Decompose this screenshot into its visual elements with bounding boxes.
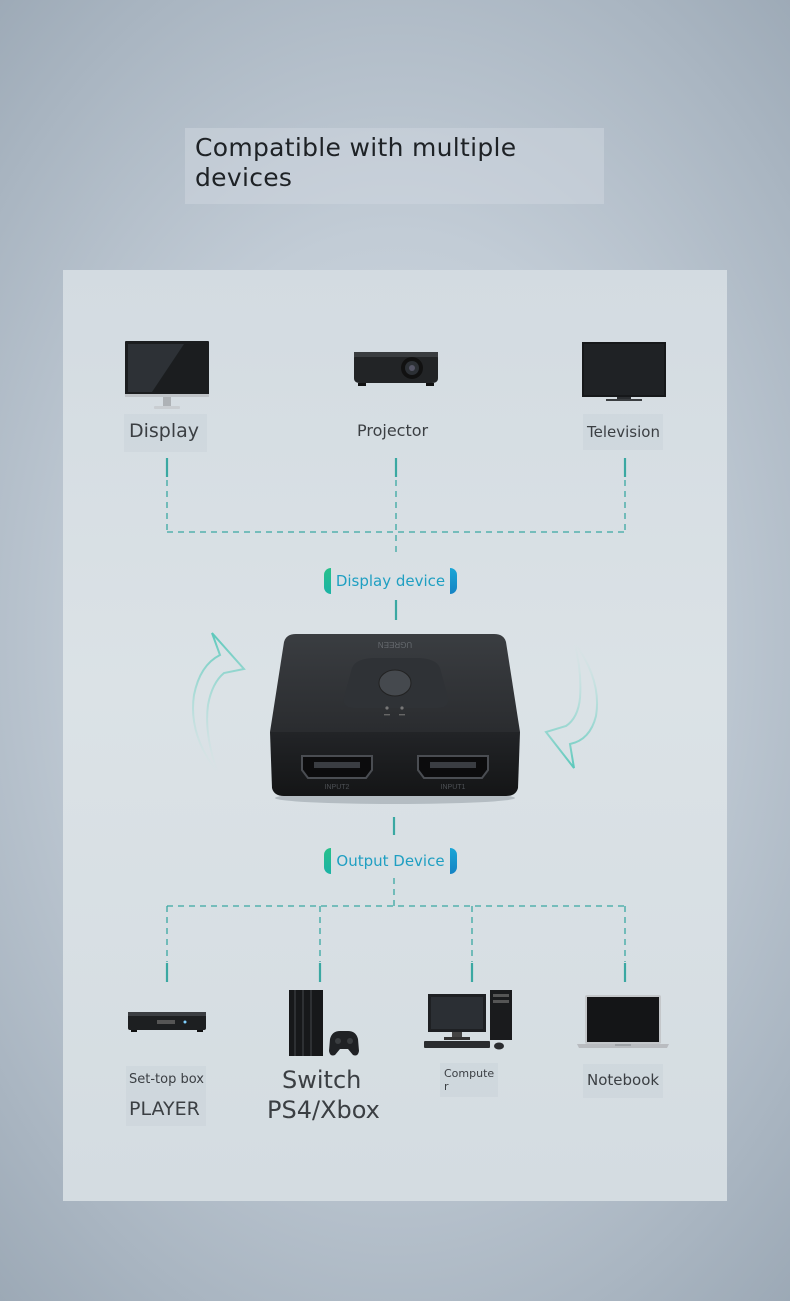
hdmi-switch-device: UGREEN INPUT2 INPUT1 (270, 634, 520, 804)
display-device-label: Display device (335, 572, 446, 590)
set-top-box-label: Set-top box (129, 1072, 204, 1087)
output-device-badge: Output Device (324, 848, 457, 874)
desktop-computer-icon (424, 990, 512, 1050)
notebook-label-background (583, 1064, 663, 1098)
notebook-label: Notebook (587, 1071, 660, 1089)
up-arrow-icon (192, 632, 246, 774)
computer-label: Compute (444, 1067, 495, 1080)
projector-icon (354, 352, 438, 386)
top-device-label-projector: Projector (357, 421, 429, 440)
set-top-box-label-background (126, 1066, 206, 1126)
display-label-background (124, 414, 207, 452)
down-arrow-icon (544, 641, 599, 769)
brand-text: UGREEN (378, 640, 412, 649)
display-device-badge: Display device (324, 568, 457, 594)
computer-label-background (440, 1063, 498, 1097)
port-label-input2: INPUT2 (325, 784, 350, 791)
monitor-icon (125, 341, 209, 409)
port-label-input1: INPUT1 (441, 784, 466, 791)
top-device-label-television: Television (587, 423, 660, 441)
output-device-label: Output Device (336, 852, 445, 870)
laptop-icon (577, 995, 669, 1048)
top-device-label-display: Display (129, 420, 200, 442)
title-background (185, 128, 604, 204)
switch-label: Switch (282, 1066, 362, 1094)
player-label: PLAYER (129, 1098, 200, 1120)
ps4-xbox-label: PS4/Xbox (267, 1096, 380, 1124)
television-icon (582, 342, 666, 401)
computer-label-wrap: r (444, 1080, 449, 1093)
page-title: Compatible with multiple devices (195, 133, 517, 192)
television-label-background (583, 414, 663, 450)
game-console-icon (289, 990, 359, 1056)
set-top-box-icon (128, 1012, 206, 1032)
